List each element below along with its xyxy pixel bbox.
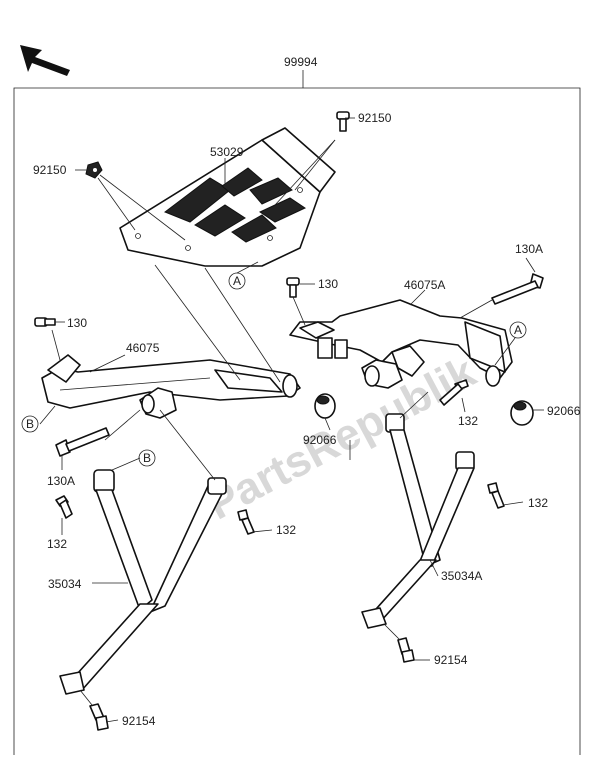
grommet-92066-mid: [314, 393, 336, 419]
callout-92066-mid: 92066: [303, 433, 337, 447]
callout-132-center: 132: [276, 523, 296, 537]
callout-92154-left: 92154: [122, 714, 156, 728]
marker-a-right: A: [509, 321, 527, 339]
bolt-92154-right: [397, 637, 415, 663]
side-rail-46075: [41, 354, 301, 419]
bolt-130a-right: [491, 273, 544, 305]
svg-text:B: B: [143, 451, 151, 465]
marker-b-left: B: [21, 415, 39, 433]
callout-53029: 53029: [210, 145, 244, 159]
bolt-130a-left: [55, 427, 110, 457]
callout-130a-right: 130A: [515, 242, 543, 256]
callout-132-mid: 132: [458, 414, 478, 428]
svg-text:A: A: [233, 274, 241, 288]
leader-lines: [39, 117, 544, 723]
callout-35034: 35034: [48, 577, 82, 591]
callout-132-right: 132: [528, 496, 548, 510]
grommet-92066-right: [510, 400, 534, 426]
marker-a-plate: A: [228, 272, 246, 290]
bolt-92150-left: [85, 161, 103, 179]
callout-46075a: 46075A: [404, 278, 445, 292]
arrow-up-left-icon: [20, 45, 70, 76]
marker-b-center: B: [138, 449, 156, 467]
stay-35034: [59, 469, 227, 695]
bolt-132-mid: [439, 379, 469, 406]
callout-92066-right: 92066: [547, 404, 581, 418]
top-plate-53029: [119, 127, 336, 267]
side-rail-46075a: [289, 299, 513, 389]
bolt-132-left: [55, 495, 73, 519]
stay-35034a: [361, 413, 475, 629]
callout-99994: 99994: [284, 55, 318, 69]
bolt-132-center: [237, 509, 255, 535]
callout-35034a: 35034A: [441, 569, 482, 583]
assembly-bracket: [13, 70, 581, 755]
bolt-130-left: [34, 317, 56, 327]
callout-46075: 46075: [126, 341, 160, 355]
callout-92154-right: 92154: [434, 653, 468, 667]
bolt-132-right: [487, 482, 505, 509]
bolt-130-top: [286, 277, 300, 298]
callout-130-top: 130: [318, 277, 338, 291]
bolt-92154-left: [89, 703, 109, 731]
callout-92150-left: 92150: [33, 163, 67, 177]
callout-132-left: 132: [47, 537, 67, 551]
svg-text:A: A: [514, 323, 522, 337]
callouts: 99994 92150 53029 92150 130A 130 46075A …: [33, 55, 581, 728]
callout-130-left: 130: [67, 316, 87, 330]
bolt-92150-top: [336, 111, 350, 132]
callout-92150-top: 92150: [358, 111, 392, 125]
svg-text:B: B: [26, 417, 34, 431]
callout-130a-left: 130A: [47, 474, 75, 488]
